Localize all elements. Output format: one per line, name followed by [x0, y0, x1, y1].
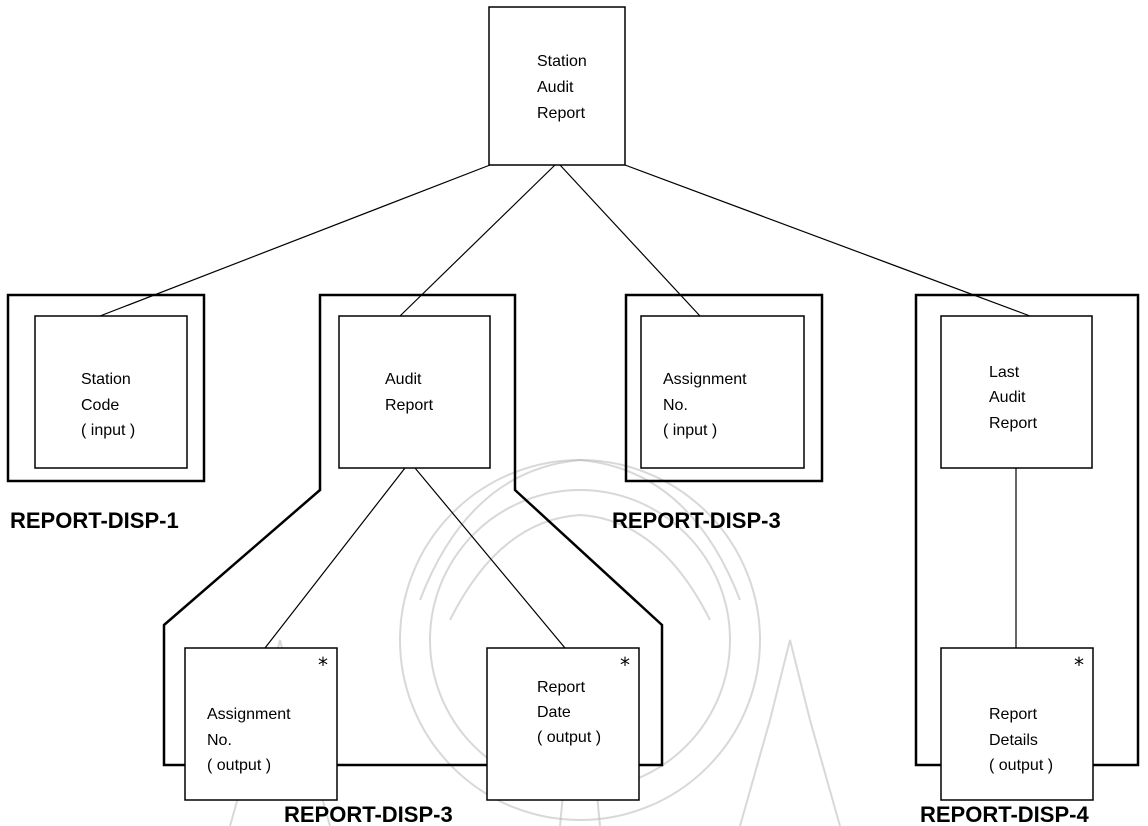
node-line: Report [537, 105, 586, 122]
iteration-marker-icon: * [620, 653, 630, 677]
node-assignment-no-input: Assignment No. ( input ) [640, 315, 805, 469]
node-line: Station [537, 53, 587, 70]
node-assignment-no-output: * Assignment No. ( output ) [184, 647, 338, 801]
node-line: Report [989, 706, 1038, 723]
group-label-disp3-lower: REPORT-DISP-3 [284, 802, 453, 826]
node-line: No. [663, 397, 688, 414]
node-line: Report [385, 397, 434, 414]
node-line: Audit [385, 371, 422, 388]
node-line: Station [81, 371, 131, 388]
node-line: Audit [989, 389, 1026, 406]
node-line: Report [989, 415, 1038, 432]
node-line: Report [537, 679, 586, 696]
node-report-details: * Report Details ( output ) [940, 647, 1094, 801]
node-station-code: Station Code ( input ) [34, 315, 188, 469]
node-line: ( input ) [663, 422, 717, 439]
node-line: ( output ) [989, 757, 1053, 774]
group-label-disp1: REPORT-DISP-1 [10, 508, 179, 533]
node-line: No. [207, 732, 232, 749]
connector-lines [99, 164, 1031, 649]
group-frame-disp3-lower [162, 293, 664, 767]
node-line: Code [81, 397, 119, 414]
group-label-disp3-upper: REPORT-DISP-3 [612, 508, 781, 533]
group-frame-disp1 [6, 293, 206, 483]
node-audit-report: Audit Report [338, 315, 491, 469]
edge-audit-assignment-output [264, 467, 406, 649]
node-line: Date [537, 704, 571, 721]
node-last-audit-report: Last Audit Report [940, 315, 1093, 469]
node-line: ( output ) [537, 729, 601, 746]
node-line: Assignment [207, 706, 291, 723]
group-label-disp4: REPORT-DISP-4 [920, 802, 1089, 826]
node-line: Last [989, 364, 1020, 381]
node-line: Assignment [663, 371, 747, 388]
group-frame-disp3-upper [624, 293, 824, 483]
edge-root-audit-report [399, 164, 556, 317]
edge-root-last-audit [624, 164, 1031, 317]
edge-audit-report-date [414, 467, 566, 649]
node-line: ( input ) [81, 422, 135, 439]
iteration-marker-icon: * [1074, 653, 1084, 677]
node-report-date: * Report Date ( output ) [486, 647, 640, 801]
edge-root-station-code [99, 164, 491, 317]
node-line: ( output ) [207, 757, 271, 774]
node-line: Audit [537, 79, 574, 96]
node-station-audit-report: Station Audit Report [488, 6, 626, 166]
edge-root-assignment-input [559, 164, 701, 317]
node-line: Details [989, 732, 1038, 749]
iteration-marker-icon: * [318, 653, 328, 677]
